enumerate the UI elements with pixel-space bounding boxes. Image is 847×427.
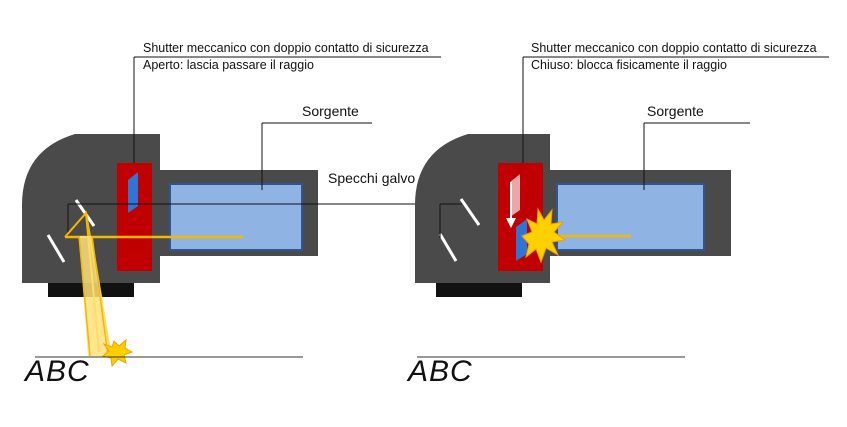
laser-source xyxy=(169,183,303,251)
engraved-text: ABC xyxy=(23,355,90,388)
galvo-mirror-2 xyxy=(459,198,481,226)
impact-flash xyxy=(101,338,134,368)
closing-arrow-head xyxy=(506,218,516,228)
laser-source xyxy=(556,183,705,251)
shutter-blade xyxy=(516,219,527,261)
shutter-blade-ghost xyxy=(510,174,520,217)
galvo-mirrors-label: Specchi galvo xyxy=(328,170,415,186)
device-base xyxy=(436,283,522,297)
shutter-title: Shutter meccanico con doppio contatto di… xyxy=(531,41,817,55)
shutter-state: Aperto: lascia passare il raggio xyxy=(143,58,314,72)
galvo-mirror-1 xyxy=(438,233,458,262)
galvo-mirror-1 xyxy=(46,234,66,263)
shutter-state: Chiuso: blocca fisicamente il raggio xyxy=(531,58,727,72)
engraved-text: ABC xyxy=(406,355,473,388)
source-label: Sorgente xyxy=(302,103,359,119)
diagram-open: ABC Shutter meccanico con doppio contatt… xyxy=(22,41,441,388)
shutter-blade xyxy=(128,172,138,213)
beam-cone-edge xyxy=(78,235,91,357)
shutter-title: Shutter meccanico con doppio contatto di… xyxy=(143,41,429,55)
diagram-closed: ABC Shutter meccanico con doppio contatt… xyxy=(406,41,829,388)
source-label: Sorgente xyxy=(647,103,704,119)
blocked-flash xyxy=(521,207,567,264)
beam-cone-edge xyxy=(91,235,109,357)
